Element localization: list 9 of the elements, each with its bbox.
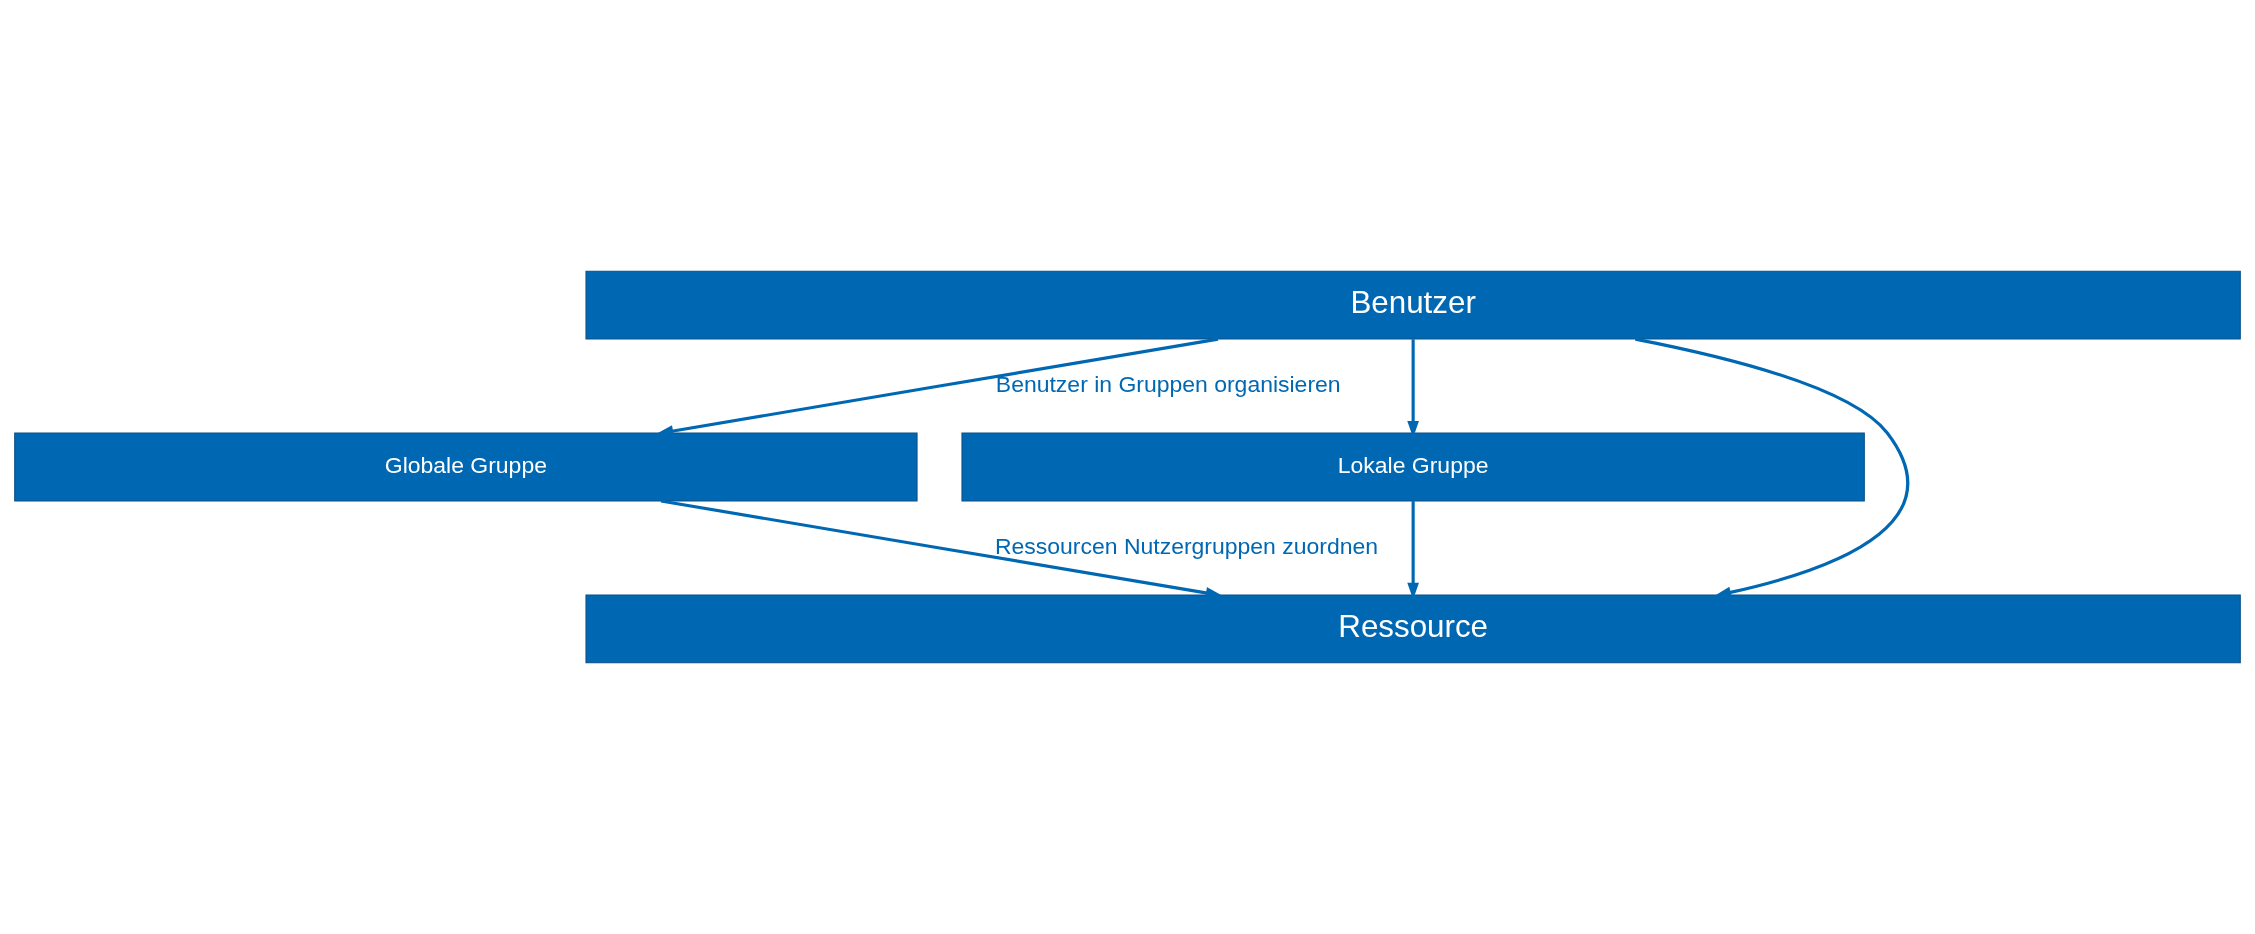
node-box: Benutzer [585, 270, 2241, 340]
node-box: Globale Gruppe [14, 432, 918, 502]
arrow [1635, 337, 1909, 599]
arrow [656, 337, 1219, 437]
node-box: Lokale Gruppe [961, 432, 1865, 502]
node-box: Ressource [585, 594, 2241, 664]
edge-label: Ressourcen Nutzergruppen zuordnen [994, 532, 1379, 559]
edge-label: Benutzer in Gruppen organisieren [995, 370, 1341, 397]
arrow [660, 499, 1223, 599]
